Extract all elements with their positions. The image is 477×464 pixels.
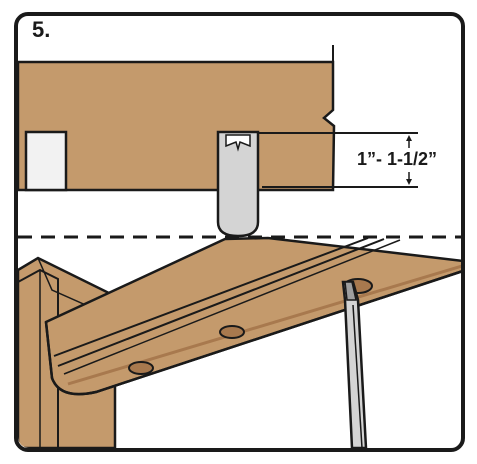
screw-shaft [216,130,260,238]
screw-hole [128,361,154,375]
screwdriver-icon [341,280,368,448]
measurement-indicator [258,132,418,188]
measurement-label: 1”- 1-1/2” [357,149,438,169]
step-number: 5. [32,17,51,42]
screw-hole [219,325,245,339]
board-notch [24,130,68,192]
top-board [18,45,336,192]
drawer-slide-rail-icon [44,236,461,396]
